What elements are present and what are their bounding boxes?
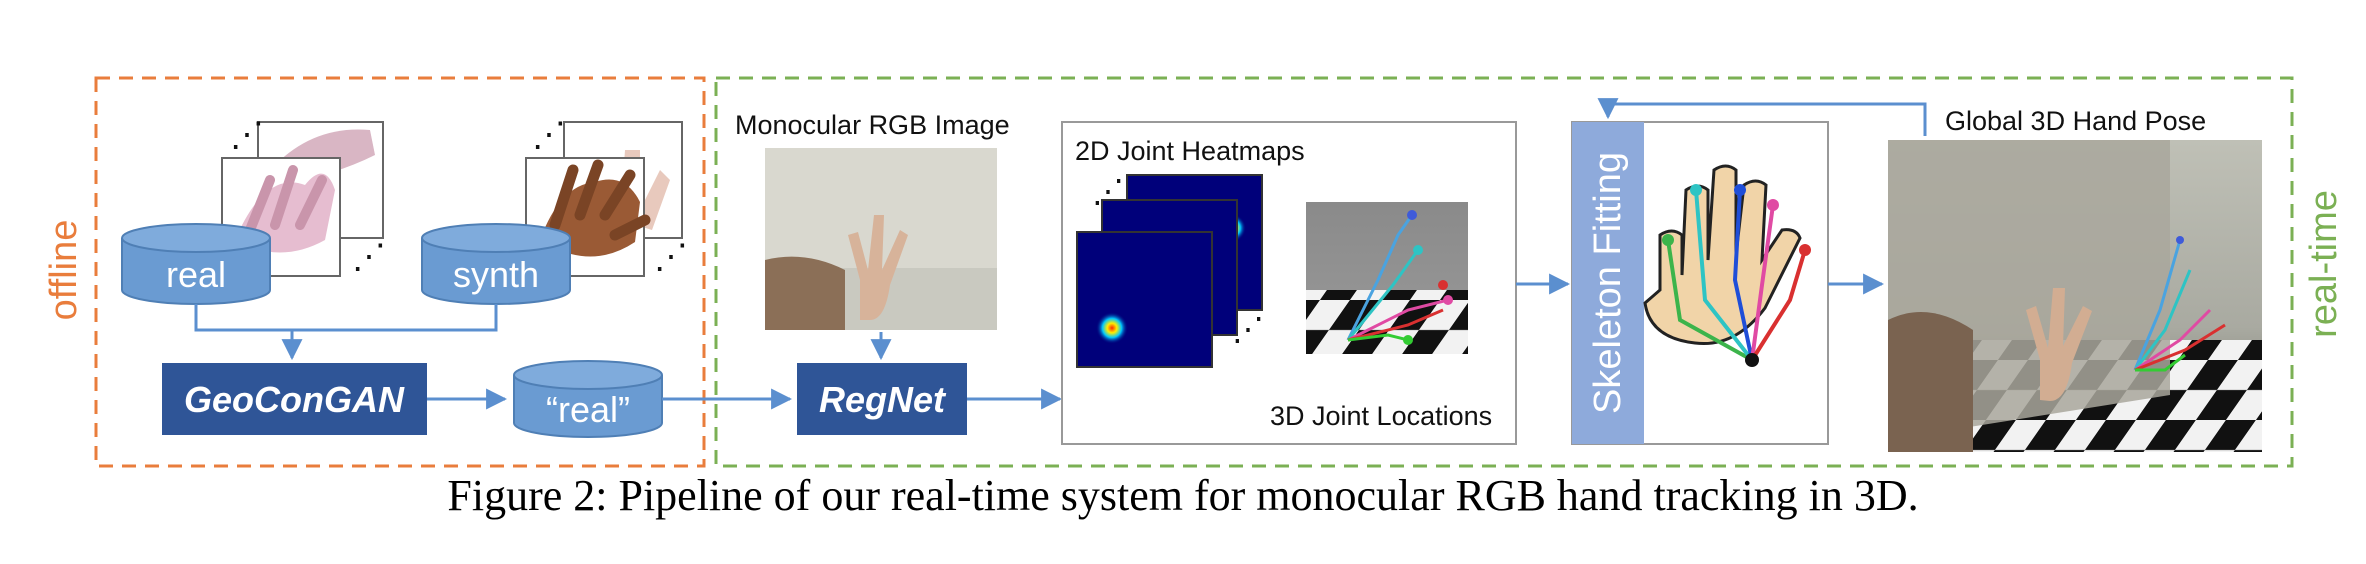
- global-pose-label: Global 3D Hand Pose: [1945, 106, 2206, 136]
- geocongan-label: GeoConGAN: [184, 379, 405, 420]
- regnet-block: [797, 363, 967, 435]
- ellipsis-heatmap-top: ⋰: [1092, 173, 1124, 209]
- ellipsis-heatmap-bottom: ⋰: [1232, 311, 1264, 347]
- skeleton-fitting-bar: [1572, 122, 1644, 444]
- input-photo: [765, 148, 997, 330]
- real-database-label: real: [166, 254, 226, 295]
- locations-label: 3D Joint Locations: [1270, 401, 1492, 431]
- global-pose-image: [1888, 140, 2262, 452]
- synth-database-label: synth: [453, 254, 539, 295]
- geocongan-block: [162, 363, 427, 435]
- feedback-arrow: [1597, 98, 1927, 136]
- offline-region: [94, 76, 706, 468]
- ellipsis-real-bottom: ⋰: [352, 238, 386, 276]
- hand-photo-icon: [221, 121, 384, 277]
- input-image-label: Monocular RGB Image: [735, 110, 1010, 140]
- real-quoted-label: “real”: [546, 389, 630, 430]
- heatmaps-label: 2D Joint Heatmaps: [1075, 136, 1305, 166]
- offline-label: offline: [43, 220, 85, 321]
- figure-caption: Figure 2: Pipeline of our real-time syst…: [447, 471, 1919, 520]
- realtime-label: real-time: [2303, 190, 2345, 338]
- merge-connector: [194, 304, 498, 358]
- hand-model-skeleton-icon: [1643, 164, 1811, 367]
- heatmap-icon: [1076, 174, 1263, 368]
- ellipsis-synth-top: ⋰: [532, 116, 566, 154]
- pipeline-diagram: offline real-time ⋰ ⋰ ⋰ ⋰ real synth Geo…: [43, 76, 2345, 468]
- regnet-label: RegNet: [819, 379, 947, 420]
- real-quoted-database: “real”: [513, 360, 663, 438]
- ellipsis-real-top: ⋰: [230, 116, 264, 154]
- synth-database: synth: [421, 223, 571, 305]
- skeleton-fitting-label: Skeleton Fitting: [1587, 152, 1629, 414]
- realtime-region: [714, 76, 2294, 468]
- ellipsis-synth-bottom: ⋰: [654, 238, 688, 276]
- skeleton-icon: [1306, 202, 1468, 354]
- real-database: real: [121, 223, 271, 305]
